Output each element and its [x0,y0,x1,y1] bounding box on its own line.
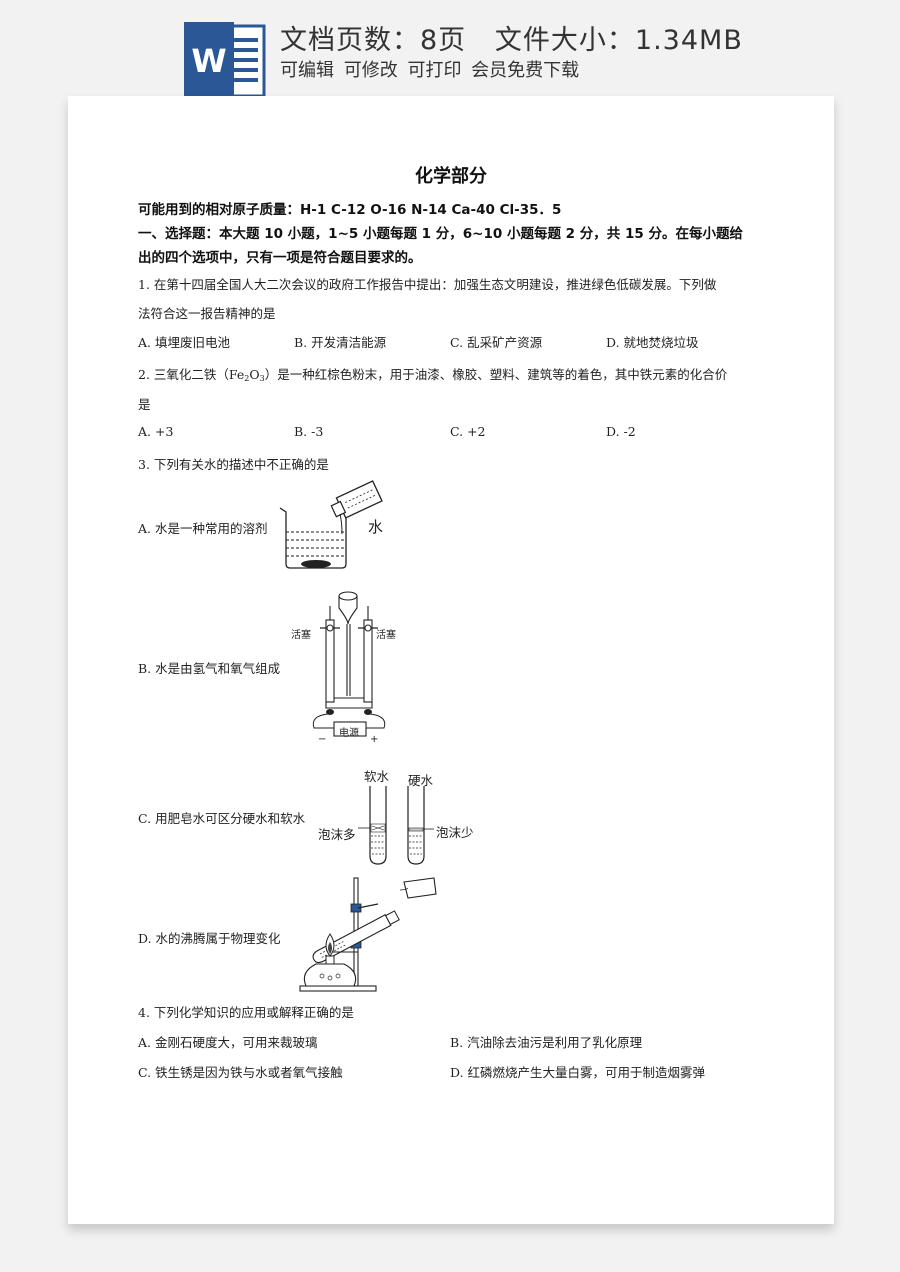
q4-option-b: B. 汽油除去油污是利用了乳化原理 [450,1035,643,1050]
atomic-masses: 可能用到的相对原子质量：H-1 C-12 O-16 N-14 Ca-40 Cl-… [138,202,562,218]
q3c-hard-water-label: 硬水 [408,773,434,788]
q2-stem-line2: 是 [138,397,151,412]
q3-option-c: C. 用肥皂水可区分硬水和软水 [138,811,306,826]
q3b-plus-label: + [370,734,379,745]
q1-option-b: B. 开发清洁能源 [294,335,387,350]
q1-option-c: C. 乱采矿产资源 [450,335,543,350]
q3b-left-valve-label: 活塞 [291,630,311,641]
q2-option-c: C. +2 [450,424,486,439]
word-icon-letter: W [191,42,226,80]
q4-option-d: D. 红磷燃烧产生大量白雾，可用于制造烟雾弹 [450,1065,706,1080]
q3c-less-foam-label: 泡沫少 [436,825,474,840]
q2-option-d: D. -2 [606,424,636,439]
section1-instructions-line1: 一、选择题：本大题 10 小题，1~5 小题每题 1 分，6~10 小题每题 2… [138,226,743,242]
download-banner: W 文档页数：8页 文件大小：1.34MB 可编辑 可修改 可打印 会员免费下载 [0,0,900,96]
q3-stem: 3. 下列有关水的描述中不正确的是 [138,457,329,472]
q2-option-a: A. +3 [138,424,174,439]
q3-option-b: B. 水是由氢气和氧气组成 [138,661,281,676]
q3-option-a: A. 水是一种常用的溶剂 [138,521,268,536]
q1-option-a: A. 填埋废旧电池 [138,335,230,350]
electrolysis-apparatus-figure [312,591,386,737]
q3-option-d: D. 水的沸腾属于物理变化 [138,931,281,946]
fe2o3-formula: Fe2O3 [228,367,265,383]
q3c-soft-water-label: 软水 [364,769,390,784]
q3b-right-valve-label: 活塞 [376,630,396,641]
banner-subtitle: 可编辑 可修改 可打印 会员免费下载 [280,60,580,81]
soap-test-tubes-figure [358,786,434,865]
word-document-icon: W [184,22,266,96]
q1-stem-line2: 法符合这一报告精神的是 [138,306,276,321]
q3c-more-foam-label: 泡沫多 [318,827,356,842]
beaker-pouring-figure [279,480,383,569]
q4-option-c: C. 铁生锈是因为铁与水或者氧气接触 [138,1065,343,1080]
banner-title: 文档页数：8页 文件大小：1.34MB [280,25,743,56]
q4-option-a: A. 金刚石硬度大，可用来裁玻璃 [138,1035,318,1050]
q3b-power-label: 电源 [339,728,359,739]
q3b-minus-label: − [318,734,327,745]
q1-option-d: D. 就地焚烧垃圾 [606,335,699,350]
section1-instructions-line2: 出的四个选项中，只有一项是符合题目要求的。 [138,250,422,266]
q2-option-b: B. -3 [294,424,324,439]
q3a-water-label: 水 [368,518,384,536]
q4-stem: 4. 下列化学知识的应用或解释正确的是 [138,1005,354,1020]
boiling-apparatus-figure [299,877,437,992]
page-title: 化学部分 [415,166,487,187]
q1-stem-line1: 1. 在第十四届全国人大二次会议的政府工作报告中提出：加强生态文明建设，推进绿色… [138,277,717,292]
document-page: 化学部分 可能用到的相对原子质量：H-1 C-12 O-16 N-14 Ca-4… [68,96,834,1224]
q2-stem-line1: 2. 三氧化二铁（Fe2O3）是一种红棕色粉末，用于油漆、橡胶、塑料、建筑等的着… [138,367,728,383]
